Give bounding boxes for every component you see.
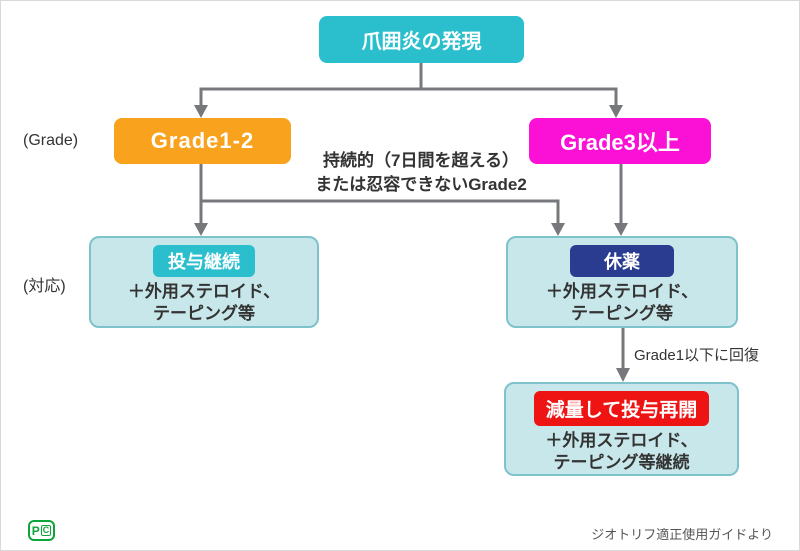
arrowhead-to-hold xyxy=(614,223,628,236)
continue-detail-line-2: テーピング等 xyxy=(153,304,255,323)
resume-detail-line-1: ＋外用ステロイド、 xyxy=(545,431,698,450)
node-paronychia-onset: 爪囲炎の発現 xyxy=(319,16,524,63)
node-grade3-or-higher: Grade3以上 xyxy=(529,118,711,164)
continue-detail-line-1: ＋外用ステロイド、 xyxy=(127,282,281,301)
badge-continue-dosing: 投与継続 xyxy=(153,245,255,277)
grade-axis-label: (Grade) xyxy=(23,132,79,149)
arrowhead-to-resume xyxy=(616,368,630,382)
hold-detail-line-2: テーピング等 xyxy=(571,304,673,323)
recovery-to-grade1-label: Grade1以下に回復 xyxy=(634,347,760,364)
arrowhead-to-grade12 xyxy=(194,105,208,118)
source-attribution: ジオトリフ適正使用ガイドより xyxy=(591,527,773,542)
panel-resume-reduced-dose: 減量して投与再開 ＋外用ステロイド、 テーピング等継続 xyxy=(504,382,739,476)
badge-drug-holiday: 休薬 xyxy=(570,245,674,277)
panel-continue-treatment: 投与継続 ＋外用ステロイド、 テーピング等 xyxy=(89,236,319,328)
arrowhead-to-continue xyxy=(194,223,208,236)
node-grade1-2: Grade1-2 xyxy=(114,118,291,164)
resume-detail-line-2: テーピング等継続 xyxy=(553,453,690,472)
pc-mark-logo: P C xyxy=(28,520,55,541)
persistent-grade2-condition-note: 持続的（7日間を超える） または忍容できないGrade2 xyxy=(257,149,585,197)
arrowhead-branch-to-hold xyxy=(551,223,565,236)
condition-line-1: 持続的（7日間を超える） xyxy=(323,151,519,170)
panel-hold-treatment: 休薬 ＋外用ステロイド、 テーピング等 xyxy=(506,236,738,328)
pc-logo-letter-c: C xyxy=(40,525,52,536)
condition-line-2: または忍容できないGrade2 xyxy=(315,175,527,194)
badge-resume-reduced-dose: 減量して投与再開 xyxy=(533,391,710,426)
pc-logo-letter-p: P xyxy=(31,523,40,538)
response-axis-label: (対応) xyxy=(23,278,66,295)
arrowhead-to-grade3 xyxy=(609,105,623,118)
hold-detail-line-1: ＋外用ステロイド、 xyxy=(545,282,699,301)
